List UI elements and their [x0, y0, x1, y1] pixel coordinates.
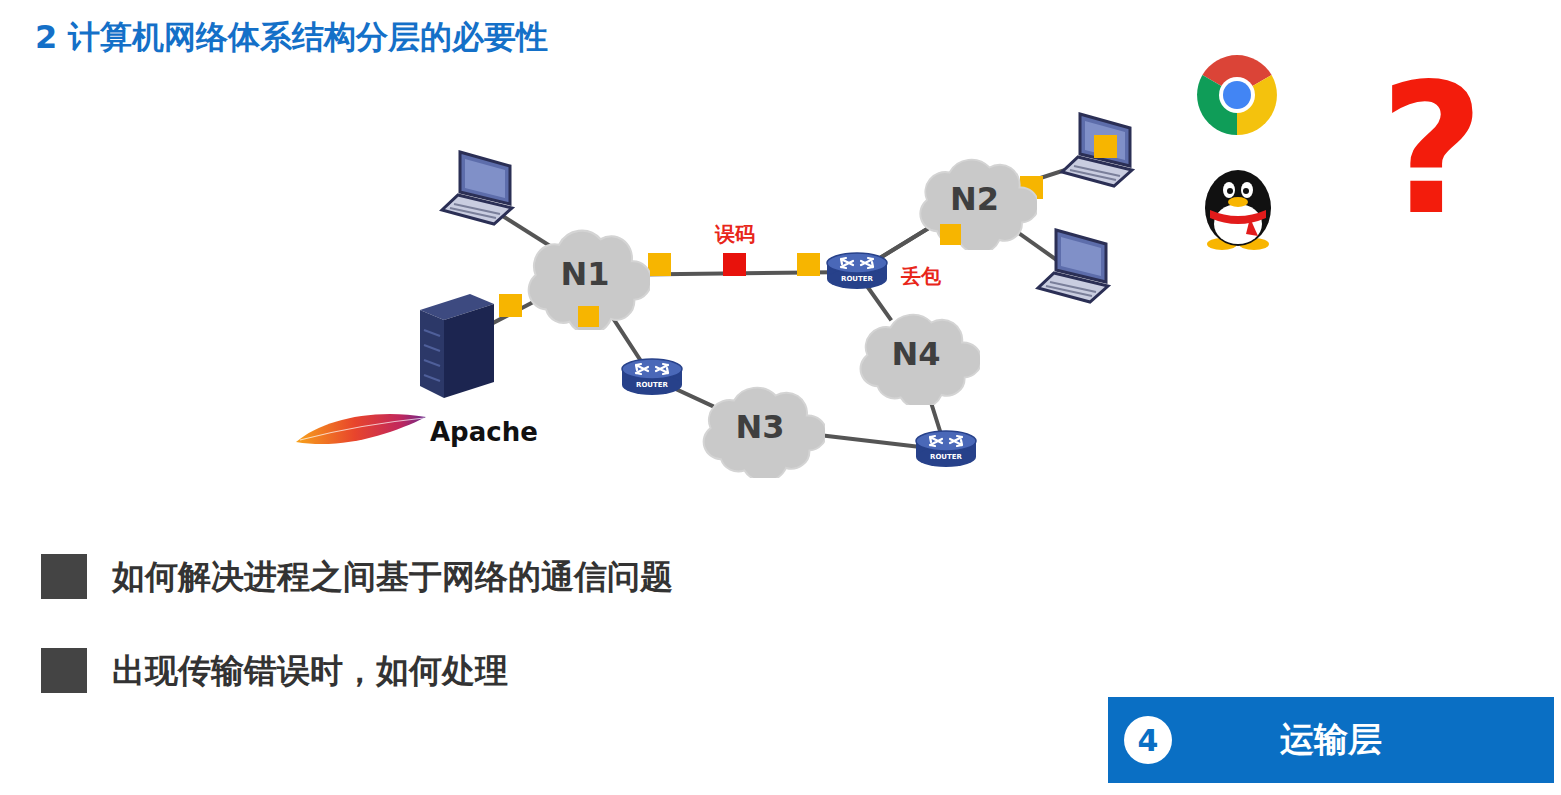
cloud-shape — [861, 315, 980, 405]
packet-square — [578, 306, 599, 327]
network-name: N2 — [950, 182, 999, 217]
cloud-shape — [704, 388, 825, 478]
laptop-icon — [1062, 114, 1132, 186]
layer-band: 运输层 4 — [1108, 697, 1554, 783]
slide-title: 2 计算机网络体系结构分层的必要性 — [35, 19, 548, 56]
chrome-logo — [1197, 55, 1277, 135]
network-cloud: N4 — [852, 305, 980, 405]
bullet-square — [41, 554, 87, 599]
bullet-text: 出现传输错误时，如何处理 — [112, 652, 508, 690]
network-cloud: N2 — [912, 150, 1037, 250]
apache-feather-logo — [296, 414, 426, 444]
layer-number-circle: 4 — [1124, 716, 1172, 764]
network-cloud: N3 — [695, 378, 825, 478]
cloud-shape — [920, 160, 1037, 250]
host-links — [470, 162, 1090, 335]
router-icon — [827, 253, 887, 289]
bullet-text: 如何解决进程之间基于网络的通信问题 — [112, 558, 673, 596]
network-name: N1 — [560, 257, 609, 292]
router-text: ROUTER — [636, 381, 668, 389]
error-label: 误码 — [715, 223, 755, 246]
network-name: N4 — [891, 337, 940, 372]
packet-square — [940, 224, 961, 245]
server-icon — [420, 294, 494, 398]
qq-penguin-logo — [1205, 170, 1271, 250]
bullet-square — [41, 648, 87, 693]
router-icon — [622, 359, 682, 395]
question-mark: ? — [1380, 60, 1484, 240]
network-link — [610, 313, 714, 406]
packet-squares — [499, 135, 1117, 317]
layer-number: 4 — [1138, 724, 1159, 757]
laptop-icon — [442, 152, 512, 224]
router-icon — [916, 431, 976, 467]
cloud-shape — [529, 231, 650, 330]
apache-label: Apache — [430, 418, 538, 448]
loss-label: 丢包 — [901, 265, 941, 288]
network-name: N3 — [735, 410, 784, 445]
layer-name: 运输层 — [1280, 721, 1382, 758]
router-text: ROUTER — [841, 275, 873, 283]
laptop-icon — [1038, 230, 1108, 302]
network-cloud: N1 — [520, 220, 650, 330]
router-text: ROUTER — [930, 453, 962, 461]
